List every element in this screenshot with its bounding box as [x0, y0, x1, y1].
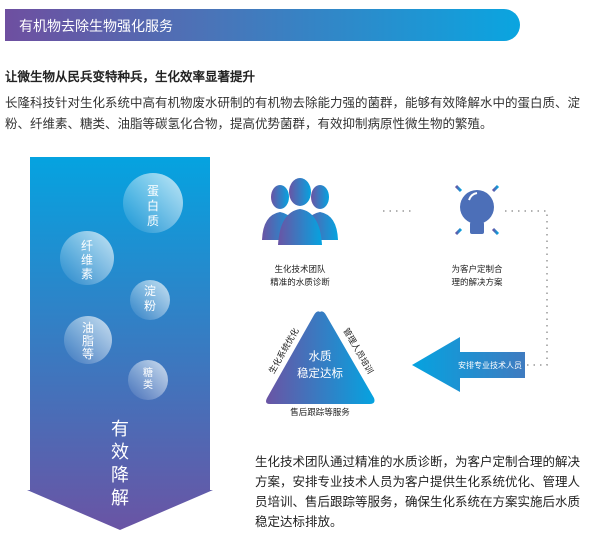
- bubble-label-sugar: 糖类: [143, 368, 153, 391]
- bubble-protein: [123, 173, 183, 233]
- bubble-cellulose: [60, 231, 114, 285]
- triangle-center-line2: 稳定达标: [297, 366, 343, 380]
- bubble-starch: [130, 280, 170, 320]
- dotted-connector: [383, 210, 548, 366]
- triangle-bottom-label: 售后跟踪等服务: [290, 408, 350, 418]
- arrow-caption: 有效降解: [111, 419, 129, 509]
- triangle-center: 水质稳定达标: [290, 348, 350, 382]
- staff-arrow-label: 安排专业技术人员: [458, 361, 522, 370]
- team-icon: [262, 178, 338, 245]
- lightbulb-icon: [448, 176, 506, 236]
- section-banner: 有机物去除生物强化服务: [5, 9, 520, 41]
- solution-label: 为客户定制合理的解决方案: [437, 264, 517, 290]
- bubble-oil: [64, 316, 112, 364]
- bubble-label-protein: 蛋白质: [146, 184, 159, 228]
- solution-label-line2: 理的解决方案: [451, 278, 503, 288]
- bubble-label-oil: 油脂等: [81, 321, 94, 361]
- subtitle: 让微生物从民兵变特种兵，生化效率显著提升: [5, 69, 256, 84]
- bubble-label-cellulose: 纤维素: [80, 239, 93, 281]
- banner-title: 有机物去除生物强化服务: [19, 19, 173, 35]
- service-triangle: [266, 311, 375, 404]
- solution-label-line1: 为客户定制合: [451, 265, 503, 275]
- team-label-line1: 生化技术团队: [274, 265, 326, 275]
- bubble-label-starch: 淀粉: [143, 284, 156, 313]
- team-label: 生化技术团队精准的水质诊断: [260, 264, 340, 290]
- description: 长隆科技针对生化系统中高有机物废水研制的有机物去除能力强的菌群，能够有效降解水中…: [5, 95, 581, 131]
- bubble-sugar: [128, 360, 168, 400]
- staff-arrow: [412, 337, 525, 392]
- summary-text: 生化技术团队通过精准的水质诊断，为客户定制合理的解决方案，安排专业技术人员为客户…: [255, 454, 581, 529]
- team-label-line2: 精准的水质诊断: [270, 278, 330, 288]
- triangle-center-line1: 水质: [308, 349, 332, 363]
